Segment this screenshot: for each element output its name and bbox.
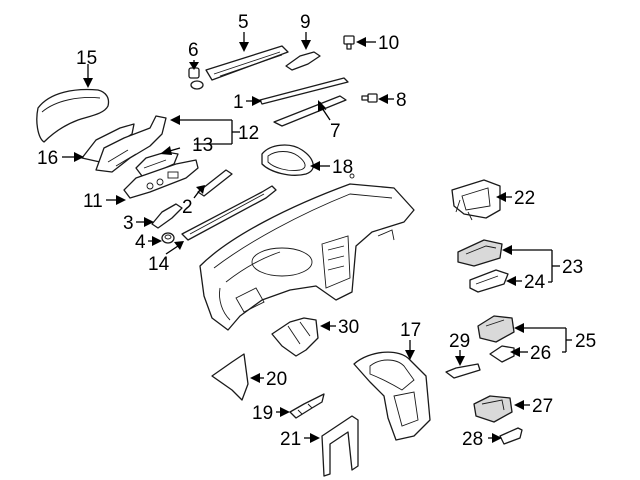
part-23-tray bbox=[457, 239, 503, 267]
callout-3: 3 bbox=[123, 213, 134, 234]
callout-20: 20 bbox=[266, 369, 287, 390]
callout-16: 16 bbox=[37, 148, 58, 169]
callout-4: 4 bbox=[135, 232, 146, 253]
callout-6: 6 bbox=[188, 40, 199, 61]
part-10-bolt bbox=[343, 35, 355, 50]
callout-27: 27 bbox=[532, 396, 553, 417]
part-14-trim-rail bbox=[181, 185, 277, 241]
callout-12: 12 bbox=[238, 123, 259, 144]
leader-lines bbox=[62, 32, 572, 443]
callout-25: 25 bbox=[575, 331, 596, 352]
part-30-lower-bracket bbox=[271, 317, 319, 357]
callout-21: 21 bbox=[280, 429, 301, 450]
callout-2: 2 bbox=[182, 197, 193, 218]
part-6-clip bbox=[188, 67, 204, 90]
callout-28: 28 bbox=[462, 429, 483, 450]
part-24-tray-liner bbox=[469, 269, 509, 293]
part-28-insert bbox=[499, 427, 523, 445]
part-17-center-console bbox=[353, 351, 431, 441]
part-5-defroster-grille bbox=[205, 45, 289, 81]
callout-11: 11 bbox=[83, 191, 103, 212]
part-12-cluster-bezel bbox=[95, 115, 167, 173]
callout-17: 17 bbox=[400, 320, 421, 341]
part-11-switch-panel bbox=[123, 159, 199, 199]
part-18-gasket-ring bbox=[261, 144, 314, 176]
part-8-bolt bbox=[361, 93, 378, 103]
callout-7: 7 bbox=[330, 121, 341, 142]
part-21-console-frame bbox=[321, 415, 359, 477]
part-25-cup-holder bbox=[477, 315, 515, 343]
part-3-bracket bbox=[151, 203, 183, 229]
callout-24: 24 bbox=[524, 272, 546, 293]
callout-23: 23 bbox=[562, 257, 583, 278]
callout-26: 26 bbox=[530, 343, 551, 364]
part-27-ashtray bbox=[473, 395, 513, 423]
callout-18: 18 bbox=[332, 157, 353, 178]
part-1-thin-strip bbox=[259, 77, 349, 105]
part-20-knee-panel bbox=[211, 353, 249, 401]
part-4-knob bbox=[161, 232, 175, 244]
callout-1: 1 bbox=[233, 92, 244, 113]
callout-14: 14 bbox=[148, 254, 170, 275]
callout-10: 10 bbox=[378, 33, 399, 54]
part-15-pad-cover bbox=[36, 88, 110, 143]
part-26-cup-insert bbox=[489, 345, 515, 363]
callout-5: 5 bbox=[238, 12, 249, 33]
callout-22: 22 bbox=[514, 188, 535, 209]
callout-30: 30 bbox=[338, 317, 359, 338]
callout-29: 29 bbox=[449, 331, 470, 352]
instrument-panel-assembly bbox=[199, 173, 415, 331]
part-22-vent-housing bbox=[451, 179, 501, 221]
callout-labels: 15 16 11 3 4 14 2 12 13 6 5 9 10 1 8 7 1… bbox=[37, 12, 596, 450]
part-19-bracket bbox=[289, 393, 325, 419]
part-29-small-trim bbox=[445, 363, 481, 379]
part-9-bracket bbox=[285, 51, 321, 71]
callout-8: 8 bbox=[396, 90, 407, 111]
callout-19: 19 bbox=[252, 403, 273, 424]
callout-15: 15 bbox=[76, 48, 97, 69]
callout-9: 9 bbox=[300, 12, 311, 33]
part-2-trim-strip bbox=[197, 169, 233, 197]
callout-13: 13 bbox=[192, 135, 213, 156]
